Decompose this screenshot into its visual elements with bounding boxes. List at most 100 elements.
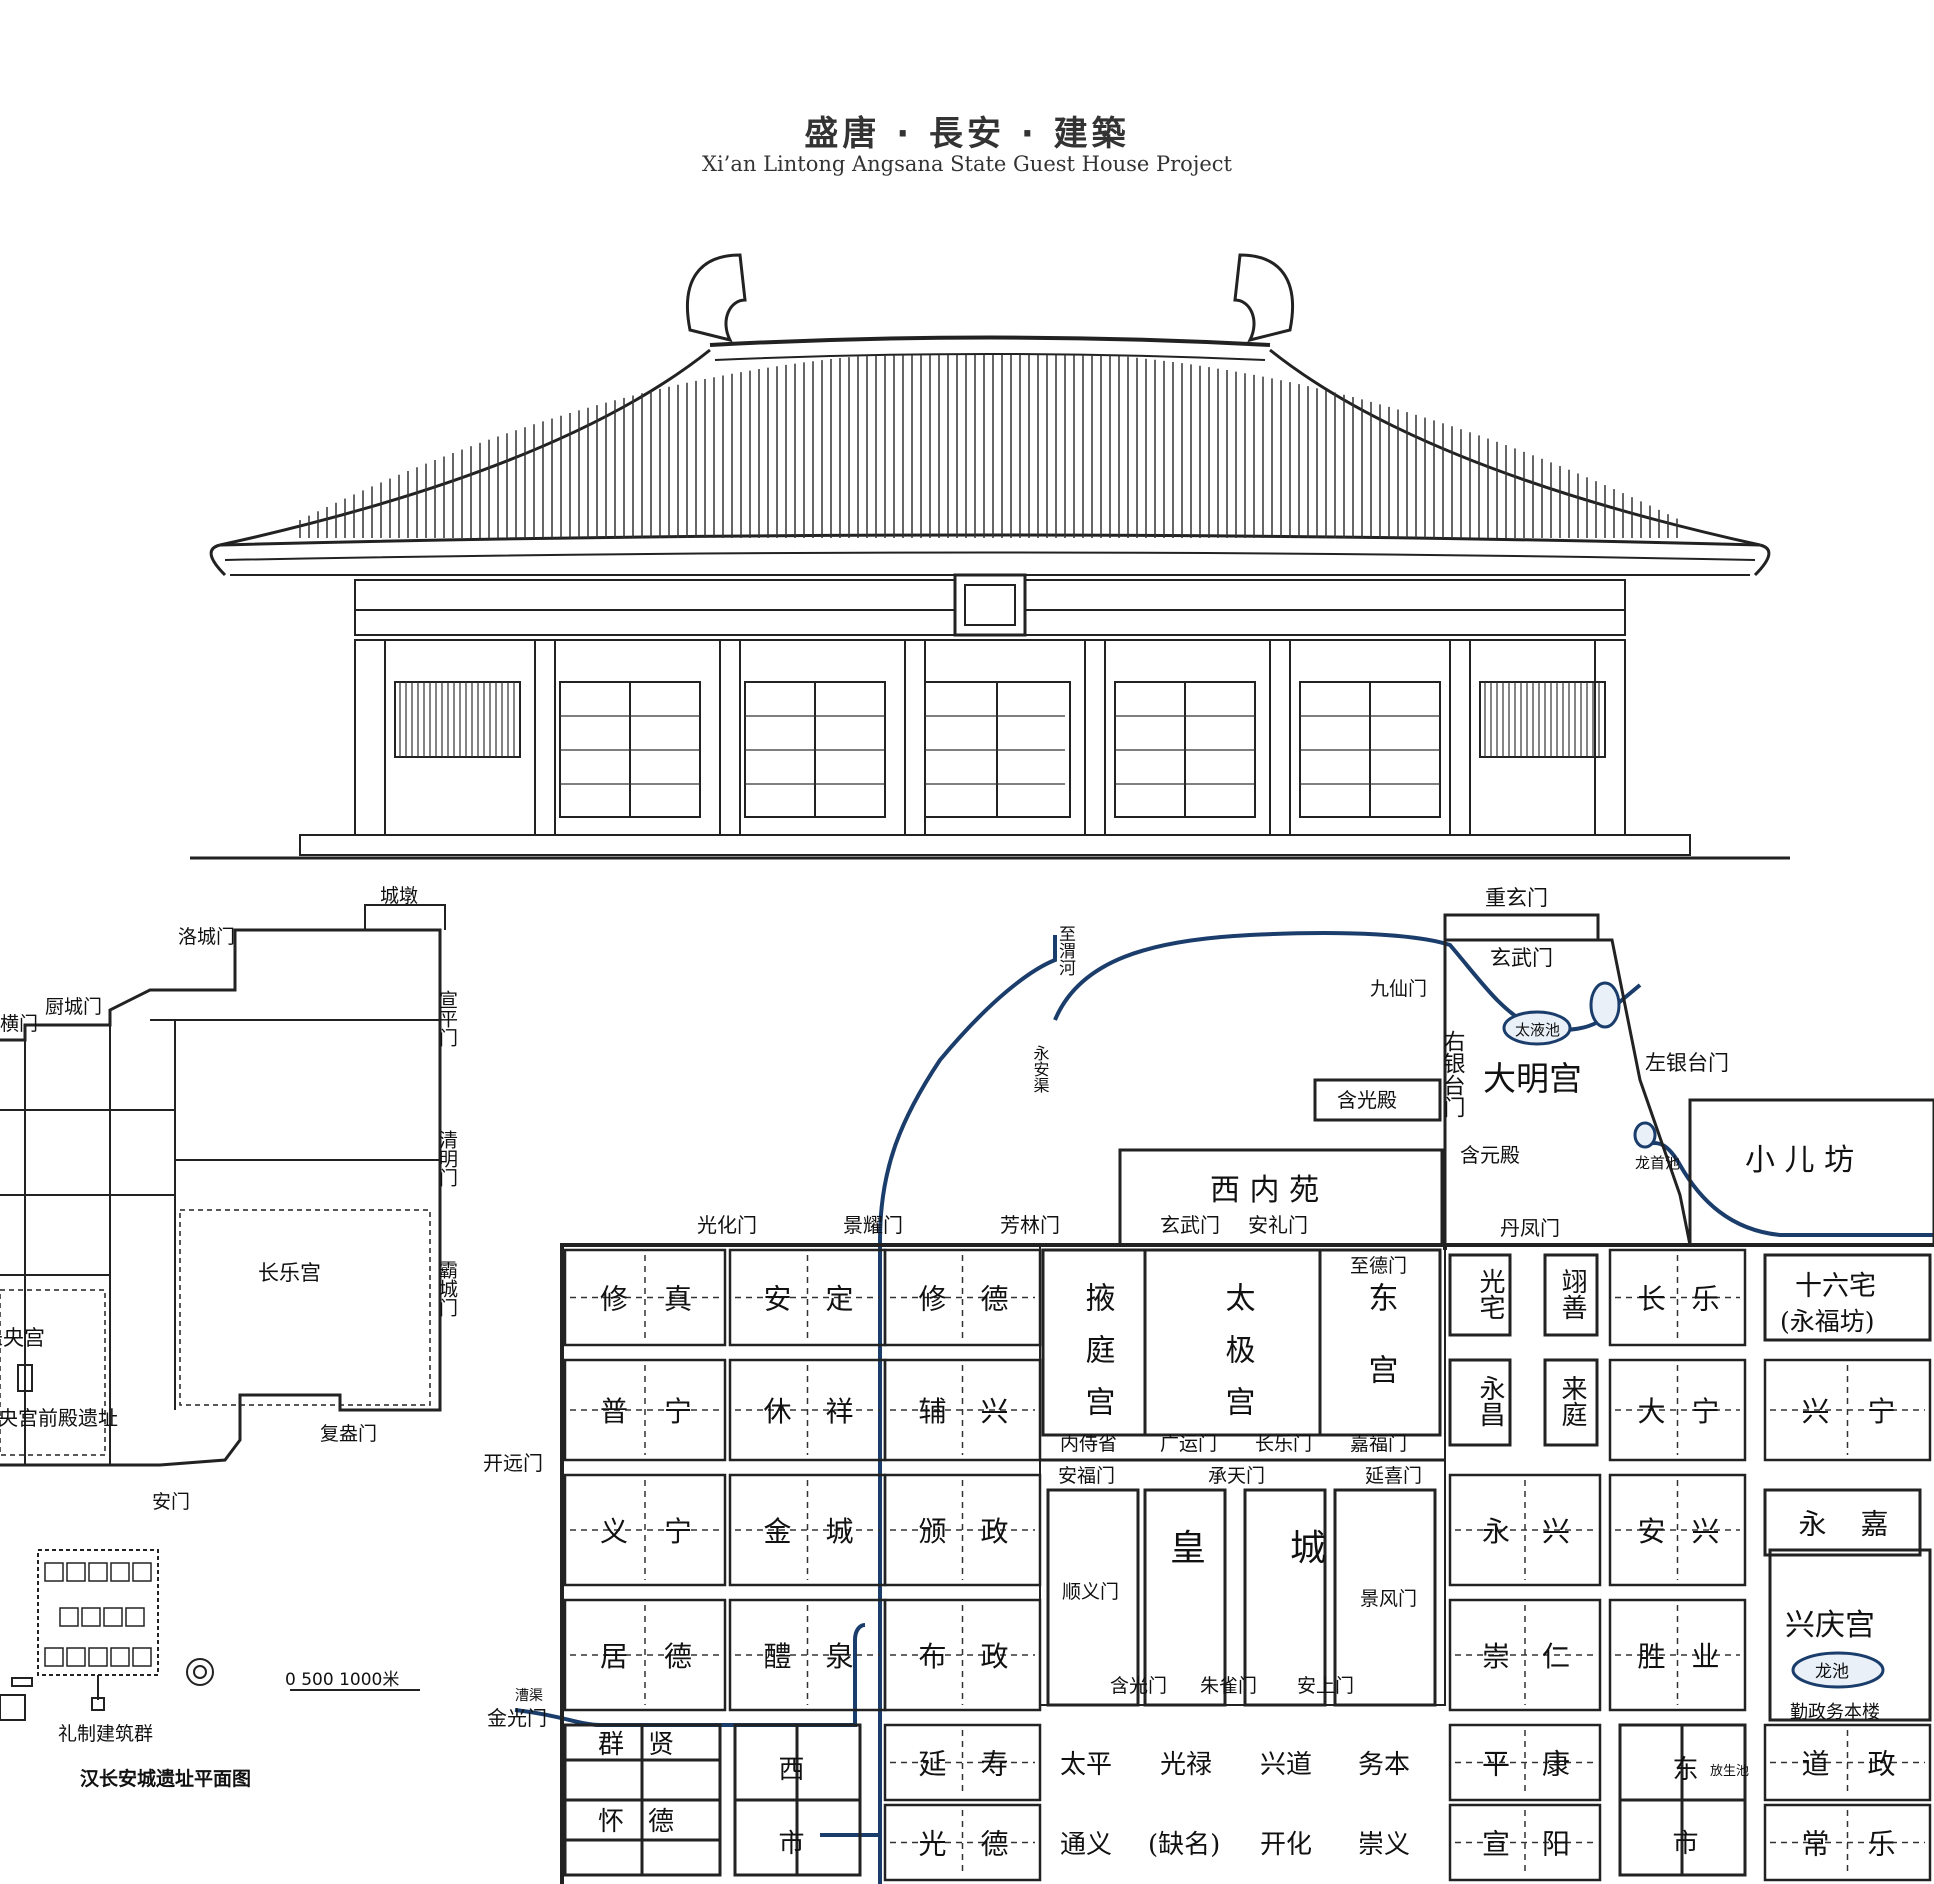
ward-label-a: 长 (1638, 1283, 1666, 1316)
dragon-head-canal (1053, 931, 1642, 1032)
ward-label-a: 颁 (919, 1515, 947, 1548)
gate-zhongxuan: 重玄门 (1485, 886, 1548, 910)
taiye-pool-label: 太液池 (1515, 1021, 1560, 1039)
taiji-palace: 太极宫 (1220, 1282, 1256, 1438)
imperial-city-cheng: 城 (1290, 1528, 1326, 1569)
ward-label-a: 醴 (764, 1640, 792, 1673)
gate-jingyao: 景耀门 (843, 1213, 903, 1237)
gate-chucheng: 厨城门 (45, 996, 102, 1018)
ward-label-b: 乐 (1868, 1828, 1896, 1861)
ward-label-b: 嘉 (1861, 1508, 1889, 1541)
ward-label-b: 宁 (1692, 1395, 1720, 1428)
qinzheng-tower: 勤政务本楼 (1790, 1702, 1880, 1723)
ward-label-b: 祥 (826, 1395, 854, 1428)
gate-heng: 横门 (0, 1013, 38, 1035)
gate-bacheng: 霸城门 (436, 1260, 458, 1317)
huaide-ward: 怀德 (598, 1807, 698, 1837)
gate-qingming: 清明门 (436, 1130, 458, 1187)
xiaoerfang-label: 小 儿 坊 (1745, 1143, 1854, 1178)
imperial-city-huang: 皇 (1170, 1528, 1206, 1569)
west-market: 西市 (774, 1755, 804, 1884)
gate-zhide: 至德门 (1350, 1255, 1407, 1277)
xineiyuan-label: 西 内 苑 (1210, 1173, 1319, 1208)
ward-xingdao: 兴道 (1260, 1750, 1312, 1780)
palace-changle: 长乐宫 (258, 1261, 321, 1285)
xingqing-palace: 兴庆宫 (1785, 1608, 1875, 1643)
ward-label-a: 修 (600, 1283, 628, 1316)
ward-queming: (缺名) (1148, 1830, 1220, 1860)
gate-fanglin: 芳林门 (1000, 1213, 1060, 1237)
ward-label-b: 政 (981, 1640, 1009, 1673)
ward-label-b: 政 (1868, 1748, 1896, 1781)
ward-label-a: 居 (600, 1640, 628, 1673)
gate-neishisheng: 内侍省 (1060, 1433, 1117, 1455)
scale-label: 0 500 1000米 (285, 1670, 399, 1690)
gate-shunyi: 顺义门 (1062, 1581, 1119, 1603)
longshou-pool-label: 龙首池 (1635, 1154, 1680, 1172)
gate-an: 安门 (152, 1491, 190, 1513)
longchi-pool (1791, 1651, 1885, 1689)
ward-label-a: 胜 (1638, 1640, 1666, 1673)
longshou-canal (1638, 1138, 1934, 1237)
ward-label-a: 平 (1482, 1748, 1510, 1781)
han-map-caption: 汉长安城遗址平面图 (80, 1767, 251, 1790)
ward-label-b: 定 (826, 1283, 854, 1316)
yeting-palace: 掖庭宫 (1080, 1282, 1115, 1438)
gate-kaiyuan: 开远门 (483, 1451, 543, 1475)
longchi-label: 龙池 (1815, 1662, 1849, 1682)
gate-jiafu: 嘉福门 (1350, 1433, 1407, 1455)
gate-luocheng: 洛城门 (178, 926, 235, 948)
gate-yanxi: 延喜门 (1365, 1465, 1422, 1487)
gate-anshang: 安上门 (1297, 1675, 1354, 1697)
guangzhai-ward: 光宅 (1475, 1268, 1505, 1320)
daming-palace-label: 大明宫 (1483, 1059, 1582, 1098)
gate-guanghua: 光化门 (697, 1213, 757, 1237)
ward-label-b: 德 (981, 1283, 1009, 1316)
ward-label-b: 兴 (981, 1395, 1009, 1428)
ward-label-b: 泉 (826, 1640, 854, 1673)
yongfufang-label: (永福坊) (1780, 1307, 1875, 1336)
ward-label-b: 业 (1692, 1640, 1720, 1673)
palace-weiyang: 未央宫 (0, 1326, 45, 1350)
hall-hanyuan: 含元殿 (1460, 1143, 1520, 1167)
gate-xuanping: 宣平门 (436, 990, 458, 1047)
ward-label-b: 政 (981, 1515, 1009, 1548)
ward-label-a: 辅 (919, 1395, 947, 1428)
gate-hanguang: 含光门 (1110, 1675, 1167, 1697)
ward-label-a: 宣 (1482, 1828, 1510, 1861)
front-hall-ruins: 未央宫前殿遗址 (0, 1406, 118, 1430)
yishan-ward: 翊善 (1557, 1268, 1587, 1320)
temple-elevation-drawing (190, 253, 1790, 860)
caoqu-label: 漕渠 (515, 1688, 543, 1704)
ward-label-a: 光 (919, 1828, 947, 1861)
ward-tongyi: 通义 (1060, 1830, 1112, 1860)
ward-wuben: 务本 (1358, 1750, 1410, 1780)
gate-danfeng: 丹凤门 (1500, 1216, 1560, 1240)
ward-label-a: 休 (764, 1395, 792, 1428)
yongan-canal-label: 永安渠 (1031, 1045, 1050, 1093)
ward-label-a: 道 (1802, 1748, 1830, 1781)
ward-label-a: 永 (1482, 1515, 1510, 1548)
ward-label-a: 金 (764, 1515, 792, 1548)
qunxian-ward: 群贤 (598, 1730, 698, 1760)
ward-label-b: 兴 (1692, 1515, 1720, 1548)
gate-fuang: 复盎门 (320, 1423, 377, 1445)
ward-label-a: 延 (919, 1748, 947, 1781)
caoqu (514, 1623, 866, 1727)
ward-label-b: 乐 (1692, 1283, 1720, 1316)
ward-label-b: 宁 (664, 1395, 692, 1428)
ward-label-a: 崇 (1482, 1640, 1510, 1673)
gate-changle: 长乐门 (1255, 1433, 1312, 1455)
ward-label-b: 德 (664, 1640, 692, 1673)
ward-label-b: 城 (826, 1515, 854, 1548)
ward-label-b: 德 (981, 1828, 1009, 1861)
ward-label-a: 安 (764, 1283, 792, 1316)
hall-hanguang: 含光殿 (1337, 1088, 1397, 1112)
longshou-pool (1633, 1121, 1657, 1149)
east-market: 东市 (1668, 1755, 1698, 1884)
ward-label-a: 普 (600, 1395, 628, 1428)
yongchang-ward: 永昌 (1475, 1375, 1505, 1427)
gate-jiuxian: 九仙门 (1370, 978, 1427, 1000)
ward-taiping: 太平 (1060, 1750, 1112, 1780)
ritual-complex-label: 礼制建筑群 (58, 1723, 153, 1745)
